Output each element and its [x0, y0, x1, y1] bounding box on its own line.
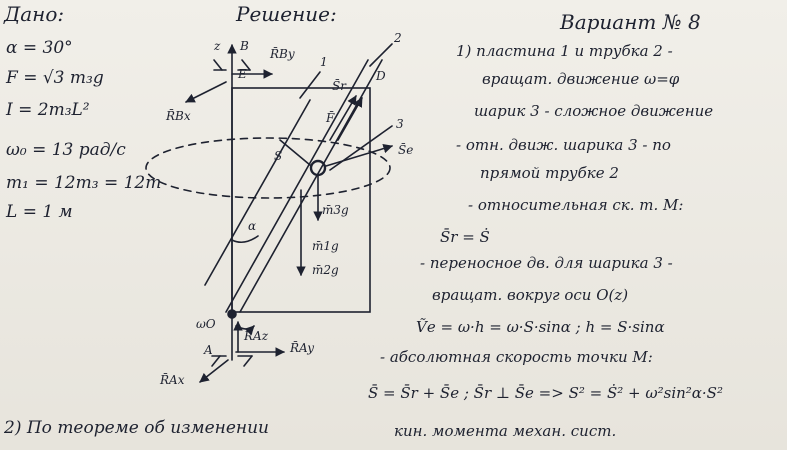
- label-b: B: [240, 39, 249, 53]
- f-vector: [337, 97, 363, 141]
- label-m1g: m̄1g: [312, 239, 339, 253]
- label-m2g: m̄2g: [312, 263, 339, 277]
- bearing-a-hatch-2: [243, 355, 253, 367]
- given-force: F = √3 m₃g: [6, 68, 104, 88]
- label-se: S̄e: [398, 143, 414, 157]
- alpha-arc: [231, 235, 259, 244]
- solution-heading: Решение:: [236, 2, 337, 26]
- label-sr: S̄r: [332, 79, 346, 93]
- solution-line-8: - переносное дв. для шарика 3 -: [420, 254, 673, 272]
- given-inertia: I = 2m₃L²: [6, 100, 90, 120]
- omega-arc: [235, 325, 255, 336]
- s-dimension-tick: [279, 139, 311, 166]
- solution-line-3: шарик 3 - сложное движение: [474, 102, 714, 120]
- label-r-by: R̄By: [270, 47, 295, 61]
- label-omega-o: ωO: [196, 317, 216, 331]
- label-2: 2: [394, 31, 402, 45]
- solution-line-5: прямой трубке 2: [480, 164, 619, 182]
- label-e: E: [238, 67, 247, 81]
- solution-line-9: вращат. вокруг оси O(z): [432, 286, 629, 304]
- bottom-line-1: 2) По теореме об изменении: [4, 418, 269, 438]
- label-z: z: [214, 39, 221, 53]
- solution-line-12: S̄ = S̄r + S̄e ; S̄r ⊥ S̄e => S² = Ṡ² + …: [368, 384, 723, 402]
- label-r-ay: R̄Ay: [290, 341, 314, 355]
- label-s: S: [274, 149, 283, 163]
- ball-3: [309, 159, 327, 177]
- leader-1: [299, 71, 321, 99]
- solution-line-1: 1) пластина 1 и трубка 2 -: [456, 42, 673, 60]
- label-alpha: α: [248, 219, 257, 233]
- r-bx-vector: [185, 81, 227, 103]
- trajectory-ellipse: [145, 137, 391, 199]
- given-alpha: α = 30°: [6, 38, 73, 58]
- bearing-a-hatch-1: [211, 355, 221, 367]
- label-1: 1: [320, 55, 328, 69]
- label-3: 3: [396, 117, 404, 131]
- solution-line-11: - абсолютная скорость точки М:: [380, 348, 653, 366]
- variant-heading: Вариант № 8: [560, 10, 701, 34]
- given-mass: m₁ = 12m₃ = 12m: [6, 173, 162, 193]
- tube-2-left: [225, 59, 369, 313]
- se-vector: [325, 143, 393, 167]
- label-r-az: R̄Az: [244, 329, 269, 343]
- label-m3g: m̄3g: [322, 203, 349, 217]
- solution-line-10: Ṽe = ω·h = ω·S·sinα ; h = S·sinα: [416, 318, 665, 336]
- solution-line-2: вращат. движение ω=φ: [482, 70, 680, 88]
- label-r-bx: R̄Bx: [166, 109, 191, 123]
- given-omega: ω₀ = 13 рад/с: [6, 140, 126, 160]
- bottom-line-2: кин. момента механ. сист.: [394, 422, 617, 440]
- r-ax-vector: [199, 359, 229, 383]
- sr-vector: [329, 95, 357, 141]
- solution-line-6: - относительная ск. т. М:: [468, 196, 684, 214]
- plate-1: [231, 87, 371, 313]
- leader-2: [369, 43, 393, 67]
- s-dimension-line: [204, 99, 311, 286]
- bearing-b-hatch-1: [213, 59, 223, 71]
- bearing-b-hatch-2: [241, 59, 251, 71]
- solution-line-7: S̄r = Ṡ: [440, 228, 490, 246]
- label-d: D: [376, 69, 386, 83]
- pivot-o: [227, 309, 237, 319]
- given-heading: Дано:: [4, 2, 65, 26]
- label-f: F̄: [326, 111, 335, 125]
- given-length: L = 1 м: [6, 202, 73, 222]
- label-r-ax: R̄Ax: [160, 373, 185, 387]
- label-a: A: [204, 343, 213, 357]
- leader-3: [329, 125, 393, 171]
- solution-line-4: - отн. движ. шарика 3 - по: [456, 136, 671, 154]
